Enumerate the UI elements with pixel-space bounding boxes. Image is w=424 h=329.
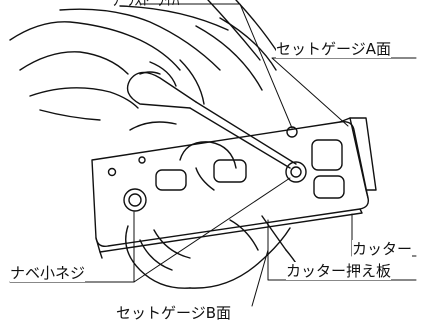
plate-slot [155, 169, 187, 191]
screw-right [285, 161, 307, 183]
label-nabe-screw: ナベ小ネジ [10, 264, 86, 282]
label-gauge-a: セットゲージA面 [276, 40, 391, 58]
gauge-plate [91, 117, 377, 259]
screw-left [123, 188, 147, 212]
plate-slot [213, 159, 247, 183]
upper-hand [9, 5, 277, 121]
label-gauge-b: セットゲージB面 [116, 304, 231, 322]
label-cutter: カッター [352, 240, 413, 258]
screwdriver [126, 61, 297, 169]
plate-hole [107, 167, 117, 177]
plate-slot [313, 175, 345, 199]
plate-hole [286, 126, 298, 138]
plate-slot [311, 139, 343, 171]
label-cutter-plate: カッター押え板 [286, 262, 392, 280]
label-top-cut: ﾌﾟﾗｽﾄﾞﾗｲﾊﾞ [112, 0, 188, 9]
lower-hand [125, 121, 301, 289]
plate-hole [138, 156, 146, 164]
leader-lines [9, 3, 417, 307]
